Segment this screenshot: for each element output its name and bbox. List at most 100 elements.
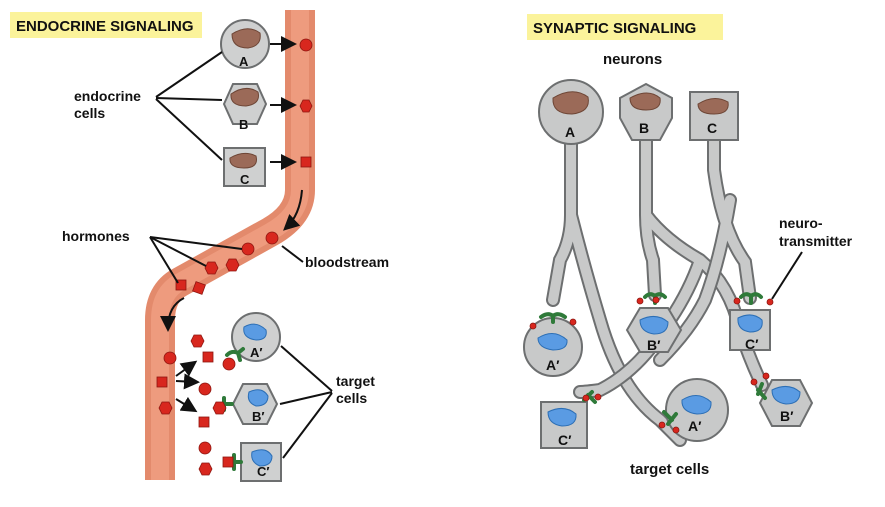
nucleus-blue bbox=[251, 449, 273, 467]
diffuse-arrow bbox=[175, 373, 200, 390]
neurotransmitter bbox=[594, 393, 602, 401]
pointer-line bbox=[771, 251, 803, 300]
pointer-line bbox=[149, 236, 179, 284]
receptor bbox=[225, 347, 245, 362]
neurotransmitter bbox=[766, 298, 774, 306]
nucleus-brown-c bbox=[697, 98, 729, 115]
synaptic-target-label-c-prime: C′ bbox=[745, 336, 759, 352]
hormone-square bbox=[202, 351, 214, 363]
neuron-b: B bbox=[619, 82, 673, 141]
cell-label-a: A bbox=[239, 54, 249, 69]
synaptic-target-label-b-prime-right: B′ bbox=[780, 408, 794, 424]
pointer-line bbox=[280, 345, 333, 392]
pointer-line bbox=[149, 236, 207, 267]
endocrine-title: ENDOCRINE SIGNALING bbox=[16, 18, 194, 35]
pointer-line bbox=[149, 236, 243, 250]
neurotransmitter bbox=[733, 297, 741, 305]
neuron-c: C bbox=[689, 91, 739, 141]
hormone-square bbox=[156, 376, 168, 388]
hormone-hexagon bbox=[299, 99, 313, 113]
neurotransmitter bbox=[652, 296, 660, 304]
neuron-a: A bbox=[538, 79, 604, 145]
hormone-square bbox=[198, 416, 210, 428]
hormone-circle bbox=[265, 231, 279, 245]
pointer-line bbox=[155, 97, 223, 101]
bound-hormone bbox=[222, 456, 234, 468]
hormone-hexagon bbox=[158, 401, 173, 415]
bound-hormone bbox=[222, 357, 236, 371]
target-label-b-prime: B′ bbox=[252, 409, 265, 424]
endocrine-title-bg bbox=[10, 12, 202, 38]
synaptic-target-label-a-prime: A′ bbox=[546, 357, 560, 373]
neuron-label-a: A bbox=[565, 124, 575, 140]
synaptic-target-a-prime-center: A′ bbox=[658, 378, 729, 442]
synaptic-target-label-c-prime-left: C′ bbox=[558, 432, 572, 448]
synaptic-title: SYNAPTIC SIGNALING bbox=[533, 20, 696, 37]
nucleus-blue bbox=[639, 316, 669, 335]
hormone-square bbox=[300, 156, 312, 168]
diffuse-arrow bbox=[175, 396, 198, 413]
neurons-label: neurons bbox=[603, 51, 662, 68]
neurotransmitter bbox=[582, 394, 590, 402]
flow-arrow-upper bbox=[283, 189, 303, 231]
receptor bbox=[662, 410, 678, 426]
nucleus-brown-b bbox=[629, 92, 661, 111]
target-label-c-prime: C′ bbox=[257, 464, 270, 479]
cell-label-b: B bbox=[239, 117, 248, 132]
synaptic-target-b-prime: B′ bbox=[625, 292, 683, 353]
endocrine-cell-a: A bbox=[220, 19, 270, 69]
target-label-a-prime: A′ bbox=[250, 345, 263, 360]
hormone-hexagon bbox=[198, 462, 213, 476]
nucleus-blue bbox=[771, 386, 801, 405]
nucleus-blue bbox=[547, 408, 577, 427]
synaptic-title-bg bbox=[527, 14, 723, 40]
nucleus-blue bbox=[681, 395, 712, 415]
neurotransmitter-label-1: neuro- bbox=[779, 215, 823, 231]
hormone-hexagon bbox=[225, 258, 240, 272]
hormones-label: hormones bbox=[62, 228, 130, 244]
neuron-label-c: C bbox=[707, 120, 717, 136]
synaptic-target-cells-label: target cells bbox=[630, 461, 709, 478]
target-cell-c-prime: C′ bbox=[222, 442, 282, 482]
hormone-circle bbox=[163, 351, 177, 365]
pointer-line bbox=[281, 245, 304, 263]
pointer-line bbox=[155, 51, 223, 98]
endocrine-cell-b: B bbox=[222, 83, 268, 132]
pointer-line bbox=[279, 391, 333, 405]
target-cell-b-prime: B′ bbox=[212, 383, 279, 425]
endocrine-target-label-1: target bbox=[336, 373, 375, 389]
nucleus-blue bbox=[537, 333, 568, 351]
hormone-hexagon bbox=[190, 334, 205, 348]
receptor bbox=[232, 453, 243, 471]
endocrine-target-label-2: cells bbox=[336, 390, 367, 406]
nucleus-blue bbox=[247, 389, 269, 407]
hormone-circle bbox=[198, 382, 212, 396]
flow-arrow-lower bbox=[160, 297, 185, 332]
receptor bbox=[539, 312, 567, 324]
bloodstream-label: bloodstream bbox=[305, 254, 389, 270]
endocrine-cells-label-1: endocrine bbox=[74, 88, 141, 104]
nucleus-blue bbox=[243, 323, 267, 341]
hormone-square bbox=[175, 279, 187, 291]
target-cell-a-prime: A′ bbox=[222, 312, 281, 371]
synaptic-target-c-prime-left: C′ bbox=[540, 390, 602, 449]
pointer-line bbox=[155, 98, 223, 161]
neurotransmitter bbox=[636, 297, 644, 305]
cell-label-c: C bbox=[240, 172, 250, 187]
receptor bbox=[739, 292, 763, 305]
hormone-hexagon bbox=[204, 261, 219, 275]
neurotransmitter bbox=[529, 322, 537, 330]
endocrine-cell-c: C bbox=[223, 147, 266, 187]
nucleus-brown-a bbox=[231, 28, 261, 49]
synaptic-target-a-prime: A′ bbox=[523, 312, 583, 377]
hormone-circle bbox=[241, 242, 255, 256]
diffuse-arrow bbox=[175, 360, 198, 377]
synaptic-target-b-prime-right: B′ bbox=[750, 372, 814, 427]
endocrine-cells-label-2: cells bbox=[74, 105, 105, 121]
neurotransmitter bbox=[569, 318, 577, 326]
synaptic-target-label-b-prime: B′ bbox=[647, 337, 661, 353]
nucleus-brown-b bbox=[230, 88, 259, 107]
receptor bbox=[756, 382, 767, 400]
neurotransmitter bbox=[672, 426, 680, 434]
